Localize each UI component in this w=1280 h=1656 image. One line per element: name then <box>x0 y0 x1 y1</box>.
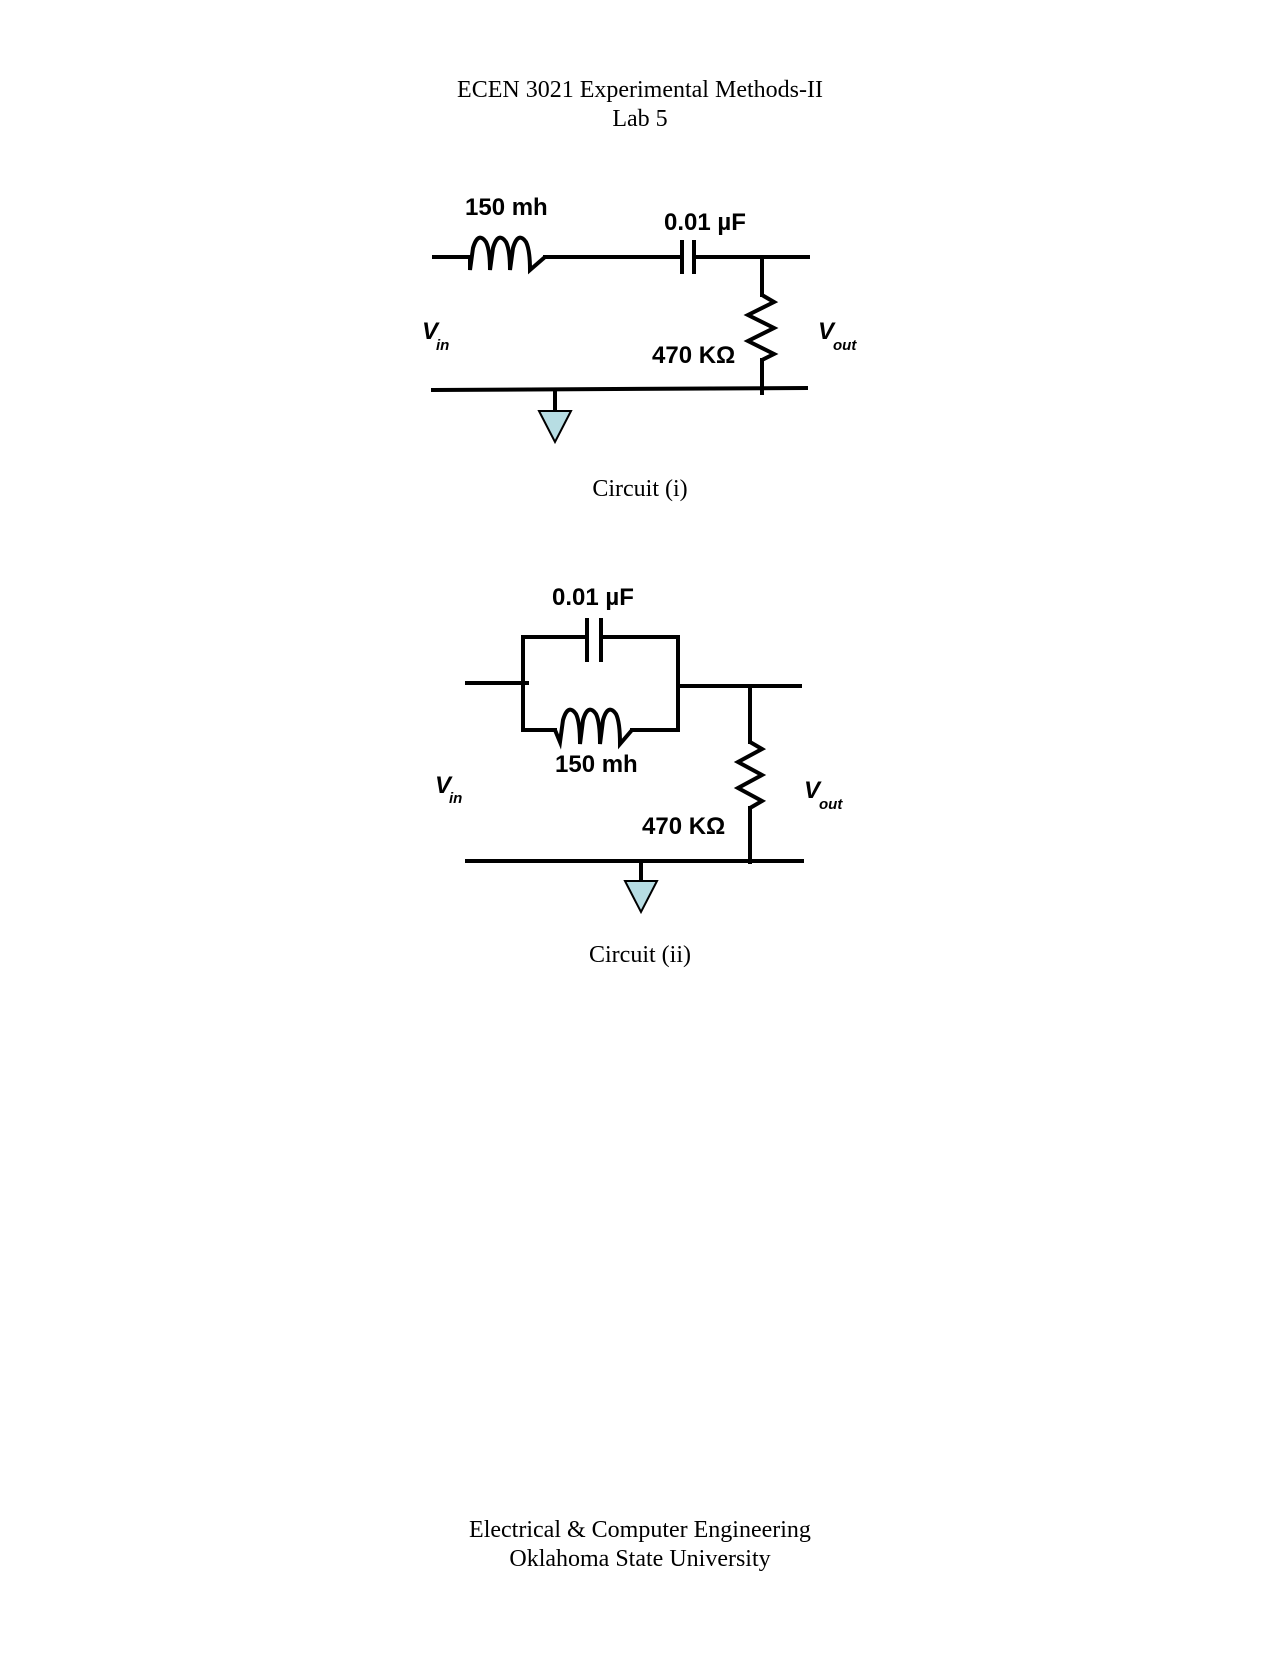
circuit-i-vin-label: V <box>422 318 440 345</box>
circuit-ii-resistor <box>733 740 767 810</box>
circuit-ii-caption: Circuit (ii) <box>589 942 691 968</box>
course-title: ECEN 3021 Experimental Methods-II <box>457 77 823 103</box>
circuit-ii-inductor <box>553 707 634 750</box>
circuit-i: 150 mh 0.01 µF 470 KΩ V in V out <box>422 194 857 445</box>
document-header: ECEN 3021 Experimental Methods-II Lab 5 <box>0 76 1280 134</box>
circuit-i-vout-subscript: out <box>833 337 857 354</box>
circuit-i-resistor <box>743 293 779 362</box>
circuit-i-ground-symbol <box>537 410 573 445</box>
circuit-i-wire-ground <box>430 385 809 393</box>
circuit-ii-resistor-label: 470 KΩ <box>642 813 725 840</box>
circuit-ii-ground-symbol <box>623 880 659 915</box>
circuit-i-vout-label: V <box>818 318 836 345</box>
circuit-ii-inductor-label: 150 mh <box>555 751 638 778</box>
circuit-ii-vout-subscript: out <box>819 796 843 813</box>
circuit-i-resistor-label: 470 KΩ <box>652 342 735 369</box>
circuit-i-inductor <box>468 235 547 275</box>
circuit-i-capacitor-label: 0.01 µF <box>664 209 746 236</box>
document-footer: Electrical & Computer Engineering Oklaho… <box>0 1516 1280 1574</box>
circuit-i-caption: Circuit (i) <box>592 476 688 502</box>
circuit-ii-vin-subscript: in <box>449 790 462 807</box>
circuit-ii-capacitor-label: 0.01 µF <box>552 584 634 611</box>
circuit-ii-vout-label: V <box>804 777 822 804</box>
university-name: Oklahoma State University <box>509 1546 771 1572</box>
circuit-i-vin-subscript: in <box>436 337 449 354</box>
circuit-ii-vin-label: V <box>435 772 453 799</box>
circuit-ii: 0.01 µF 150 mh 470 KΩ V in V out <box>435 584 843 915</box>
circuit-i-inductor-label: 150 mh <box>465 194 548 221</box>
lab-number: Lab 5 <box>612 106 668 132</box>
department-name: Electrical & Computer Engineering <box>469 1517 811 1543</box>
